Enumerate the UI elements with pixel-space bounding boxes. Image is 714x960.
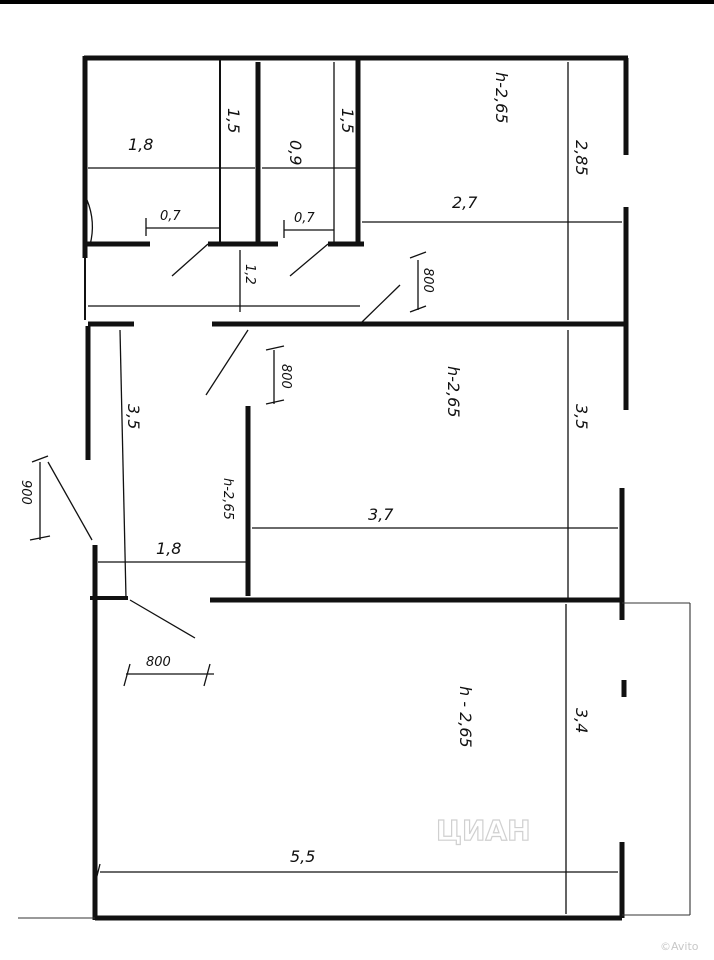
label-height-middle-room: h-2,65	[444, 366, 463, 418]
label-3-5-right: 3,5	[572, 404, 591, 429]
label-height-bottom-room: h - 2,65	[456, 686, 475, 748]
label-1-2: 1,2	[242, 264, 257, 285]
label-door-800-c: 800	[146, 655, 171, 670]
label-1-5-right: 1,5	[338, 108, 357, 133]
label-5-5: 5,5	[290, 847, 315, 866]
top-edge-band	[0, 0, 714, 4]
label-0-7-right: 0,7	[294, 211, 315, 226]
label-door-900: 900	[18, 480, 33, 505]
label-0-7-left: 0,7	[160, 209, 181, 224]
label-2-7: 2,7	[452, 193, 478, 212]
label-1-8-bottom: 1,8	[156, 539, 181, 558]
label-door-800-a: 800	[420, 268, 435, 293]
label-height-corridor: h-2,65	[220, 478, 235, 520]
label-3-4: 3,4	[572, 708, 591, 733]
dimension-labels: 1,8 1,5 0,9 1,5 0,7 0,7 h-2,65 2,85 2,7 …	[18, 72, 591, 866]
label-height-top-room: h-2,65	[492, 72, 511, 124]
cian-watermark: ЦИАН	[436, 814, 531, 847]
label-1-5-left: 1,5	[224, 108, 243, 133]
walls	[18, 55, 691, 921]
avito-watermark: ©Avito	[660, 940, 699, 953]
label-3-7: 3,7	[368, 505, 394, 524]
doors	[47, 199, 401, 639]
dimension-lines	[29, 62, 622, 914]
label-3-5-left: 3,5	[124, 404, 143, 429]
label-2-85: 2,85	[572, 140, 591, 176]
label-0-9: 0,9	[286, 140, 305, 165]
label-door-800-b: 800	[278, 364, 293, 389]
label-1-8-top: 1,8	[128, 135, 153, 154]
